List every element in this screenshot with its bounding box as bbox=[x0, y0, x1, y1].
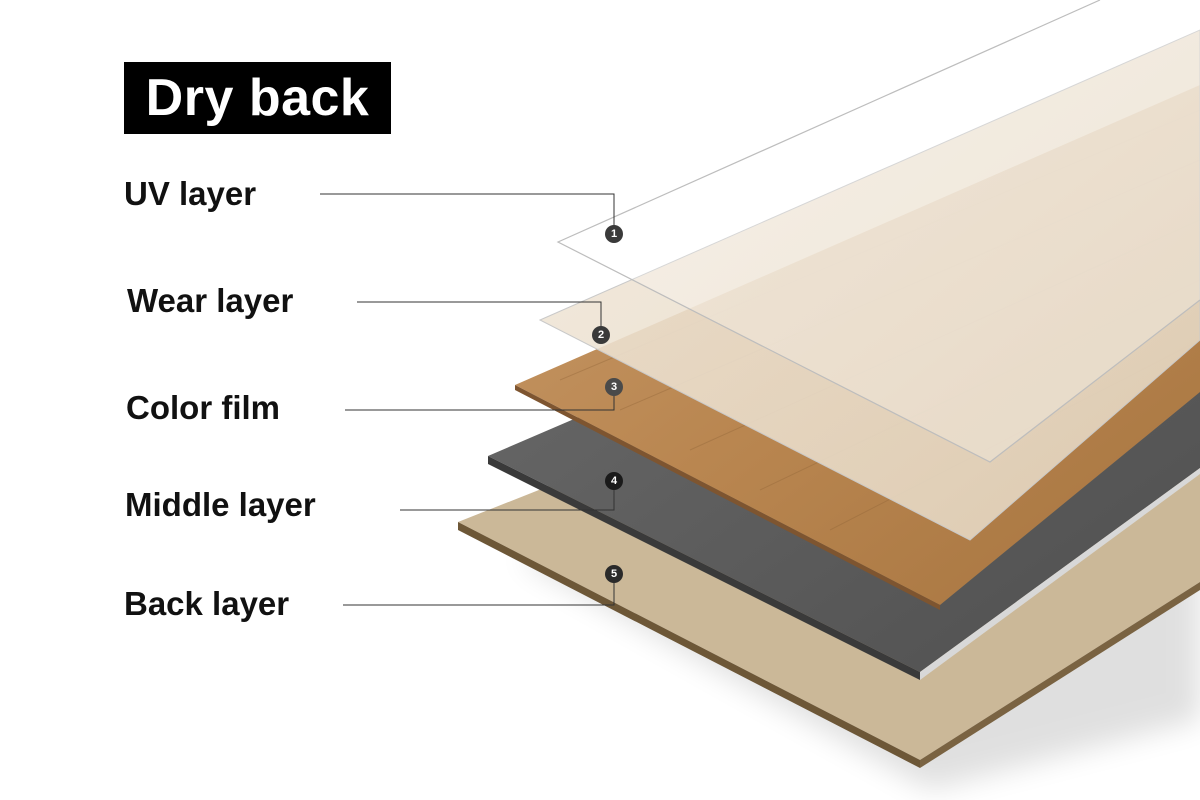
back-layer-edge-right bbox=[920, 582, 1200, 768]
label-middle-layer: Middle layer bbox=[125, 486, 316, 523]
marker-4-number: 4 bbox=[611, 475, 618, 487]
color-film-edge bbox=[515, 385, 940, 610]
label-back-layer: Back layer bbox=[124, 585, 290, 622]
marker-4: 4 bbox=[605, 472, 623, 490]
marker-5-number: 5 bbox=[611, 568, 617, 580]
wear-layer-outline bbox=[538, 29, 1200, 541]
leader-line-2 bbox=[357, 301, 602, 335]
leader-line-1 bbox=[320, 193, 615, 234]
label-uv-layer: UV layer bbox=[124, 175, 257, 212]
leader-line-4 bbox=[400, 481, 615, 511]
uv-layer-outline bbox=[556, 0, 1200, 463]
marker-5: 5 bbox=[605, 565, 623, 583]
marker-2: 2 bbox=[592, 326, 610, 344]
middle-layer-edge-right bbox=[920, 468, 1200, 680]
marker-3-number: 3 bbox=[611, 381, 617, 393]
marker-2-number: 2 bbox=[598, 329, 604, 341]
label-wear-layer: Wear layer bbox=[127, 282, 294, 319]
leader-line-5 bbox=[343, 574, 615, 606]
marker-1-number: 1 bbox=[611, 228, 617, 240]
uv-layer-shape bbox=[558, 0, 1200, 462]
marker-3: 3 bbox=[605, 378, 623, 396]
label-color-film: Color film bbox=[126, 389, 280, 426]
wear-layer-shape bbox=[540, 30, 1200, 540]
middle-layer-edge bbox=[488, 456, 920, 680]
back-layer-edge bbox=[458, 522, 920, 768]
title-badge: Dry back bbox=[124, 62, 391, 134]
marker-1: 1 bbox=[605, 225, 623, 243]
